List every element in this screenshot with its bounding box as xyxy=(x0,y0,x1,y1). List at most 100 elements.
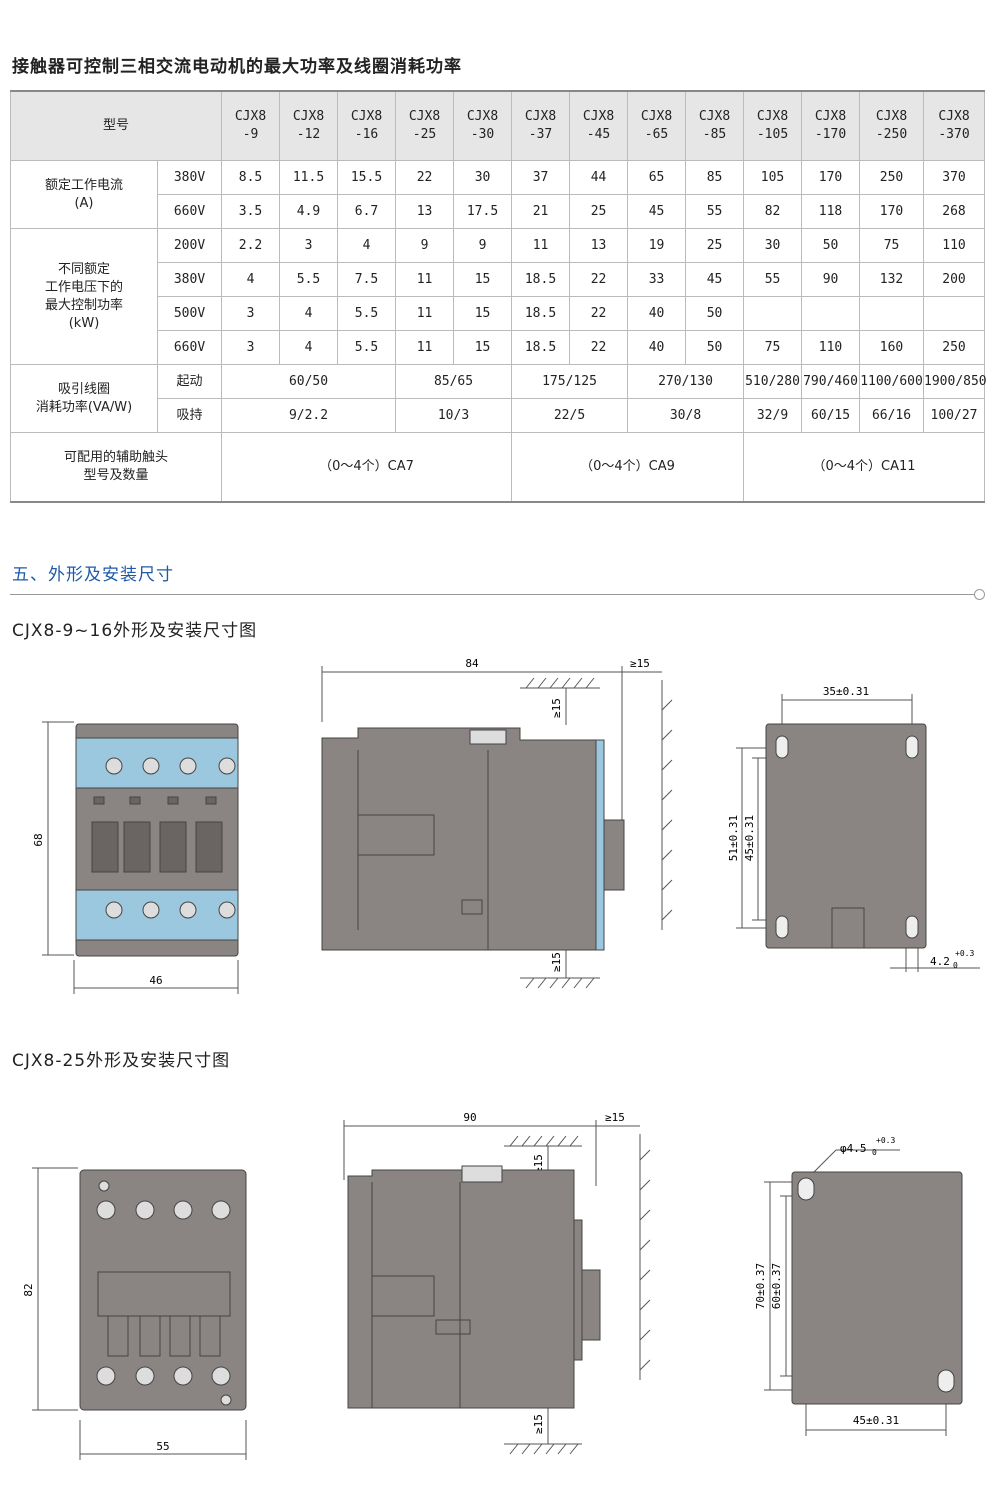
model-header: CJX8-65 xyxy=(627,90,687,161)
fig2-mount-h1: 70±0.37 xyxy=(754,1263,767,1309)
model-header: CJX8-9 xyxy=(221,90,281,161)
fig2-hole-tol: +0.3 xyxy=(876,1136,895,1145)
fig1-top-terminal xyxy=(75,737,239,789)
model-header: CJX8-105 xyxy=(743,90,803,161)
table-cell: 2.2 xyxy=(221,228,281,263)
table-cell: 7.5 xyxy=(337,262,397,297)
model-header: CJX8-16 xyxy=(337,90,397,161)
fig2-mount-body xyxy=(791,1171,963,1405)
table-cell: 22 xyxy=(569,296,629,331)
voltage-cell: 660V xyxy=(156,194,223,229)
table-cell: 30 xyxy=(453,160,513,195)
table-cell: 250 xyxy=(859,160,925,195)
table-cell: 50 xyxy=(685,330,745,365)
page-title: 接触器可控制三相交流电动机的最大功率及线圈消耗功率 xyxy=(12,57,462,77)
model-header: CJX8-170 xyxy=(801,90,861,161)
coil-label: 吸引线圈消耗功率(VA/W) xyxy=(10,364,158,433)
table-cell: 4 xyxy=(221,262,281,297)
table-cell: 82 xyxy=(743,194,803,229)
table-cell: 45 xyxy=(627,194,687,229)
model-header: CJX8-25 xyxy=(395,90,455,161)
table-cell: 45 xyxy=(685,262,745,297)
table-cell: 8.5 xyxy=(221,160,281,195)
coil-start-label: 起动 xyxy=(156,364,223,399)
table-cell: 60/50 xyxy=(221,364,397,399)
fig1-width: 46 xyxy=(149,974,162,987)
power-label: 不同额定工作电压下的最大控制功率(kW) xyxy=(10,228,158,365)
table-cell: 37 xyxy=(511,160,571,195)
table-cell: 75 xyxy=(859,228,925,263)
table-cell: 13 xyxy=(569,228,629,263)
table-cell: 50 xyxy=(685,296,745,331)
table-cell: 40 xyxy=(627,330,687,365)
table-cell: 11.5 xyxy=(279,160,339,195)
fig2-title: CJX8-25外形及安装尺寸图 xyxy=(12,1051,231,1071)
table-cell: 44 xyxy=(569,160,629,195)
table-cell: 11 xyxy=(395,262,455,297)
voltage-cell: 380V xyxy=(156,160,223,195)
aux-label: 可配用的辅助触头型号及数量 xyxy=(9,432,223,503)
table-cell: 6.7 xyxy=(337,194,397,229)
voltage-cell: 380V xyxy=(156,262,223,297)
fig1-depth: 84 xyxy=(465,657,479,670)
table-cell: 19 xyxy=(627,228,687,263)
fig2-mount-h2: 60±0.37 xyxy=(770,1263,783,1309)
fig2-height: 82 xyxy=(22,1283,35,1296)
table-cell: 9/2.2 xyxy=(221,398,397,433)
table-cell: 75 xyxy=(743,330,803,365)
fig1-slot: 4.2 xyxy=(930,955,950,968)
table-cell: 4 xyxy=(337,228,397,263)
fig2-side-body xyxy=(347,1169,575,1409)
table-cell: 13 xyxy=(395,194,455,229)
fig1-mount-h2: 45±0.31 xyxy=(743,815,756,861)
table-cell: 9 xyxy=(453,228,513,263)
table-cell: 15 xyxy=(453,330,513,365)
table-cell xyxy=(801,296,861,331)
table-cell: 790/460 xyxy=(801,364,861,399)
table-cell: 55 xyxy=(743,262,803,297)
fig1-slot-tol0: 0 xyxy=(953,961,958,970)
table-cell: 21 xyxy=(511,194,571,229)
voltage-cell: 200V xyxy=(156,228,223,263)
table-cell: 15 xyxy=(453,296,513,331)
table-cell: 200 xyxy=(923,262,986,297)
table-cell: 100/27 xyxy=(923,398,986,433)
section-title: 五、外形及安装尺寸 xyxy=(12,565,174,585)
table-cell: 32/9 xyxy=(743,398,803,433)
voltage-cell: 500V xyxy=(156,296,223,331)
table-cell: 175/125 xyxy=(511,364,629,399)
fig1-drawing: 68 46 84 ≥15 ≥15 ≥15 35±0.31 xyxy=(32,657,980,994)
table-cell: （0～4个）CA9 xyxy=(511,432,745,503)
table-cell: 170 xyxy=(859,194,925,229)
table-cell: 90 xyxy=(801,262,861,297)
fig1-mount-h1: 51±0.31 xyxy=(727,815,740,861)
table-cell: 118 xyxy=(801,194,861,229)
fig2-depth: 90 xyxy=(463,1111,476,1124)
model-header: CJX8-45 xyxy=(569,90,629,161)
section-divider xyxy=(10,594,975,595)
table-cell: 10/3 xyxy=(395,398,513,433)
table-cell: 11 xyxy=(395,296,455,331)
table-cell xyxy=(923,296,986,331)
table-cell: 18.5 xyxy=(511,296,571,331)
table-cell: 85 xyxy=(685,160,745,195)
fig1-mount-width: 35±0.31 xyxy=(823,685,869,698)
table-cell: 270/130 xyxy=(627,364,745,399)
model-header: CJX8-30 xyxy=(453,90,513,161)
fig1-slot-tol: +0.3 xyxy=(955,949,974,958)
table-cell: 30 xyxy=(743,228,803,263)
table-cell xyxy=(859,296,925,331)
table-cell: 5.5 xyxy=(337,296,397,331)
model-header: CJX8-250 xyxy=(859,90,925,161)
model-header: CJX8-37 xyxy=(511,90,571,161)
table-cell: （0～4个）CA7 xyxy=(221,432,513,503)
table-cell: 105 xyxy=(743,160,803,195)
table-cell: 33 xyxy=(627,262,687,297)
